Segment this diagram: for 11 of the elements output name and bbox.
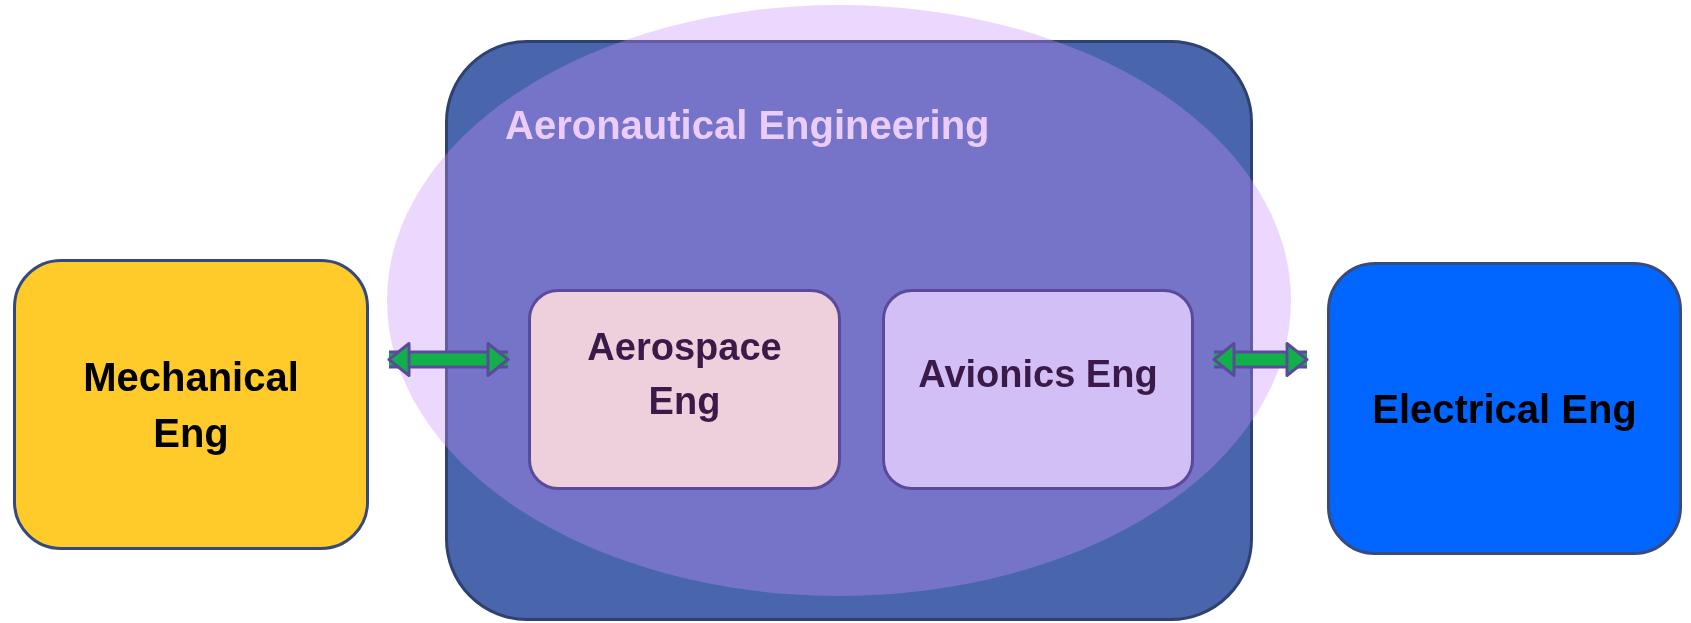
discipline-box [882, 289, 1194, 490]
box-label: Avionics Eng [917, 351, 1159, 397]
box-label: Electrical Eng [1371, 385, 1638, 433]
group-title: Aeronautical Engineering [505, 103, 990, 148]
double-arrow [387, 342, 510, 377]
discipline-box [13, 259, 369, 550]
double-arrow [1212, 342, 1309, 377]
box-label: Mechanical Eng [82, 353, 300, 457]
box-label: Aerospace Eng [586, 325, 783, 424]
discipline-box [528, 289, 841, 490]
discipline-box [1327, 262, 1682, 555]
